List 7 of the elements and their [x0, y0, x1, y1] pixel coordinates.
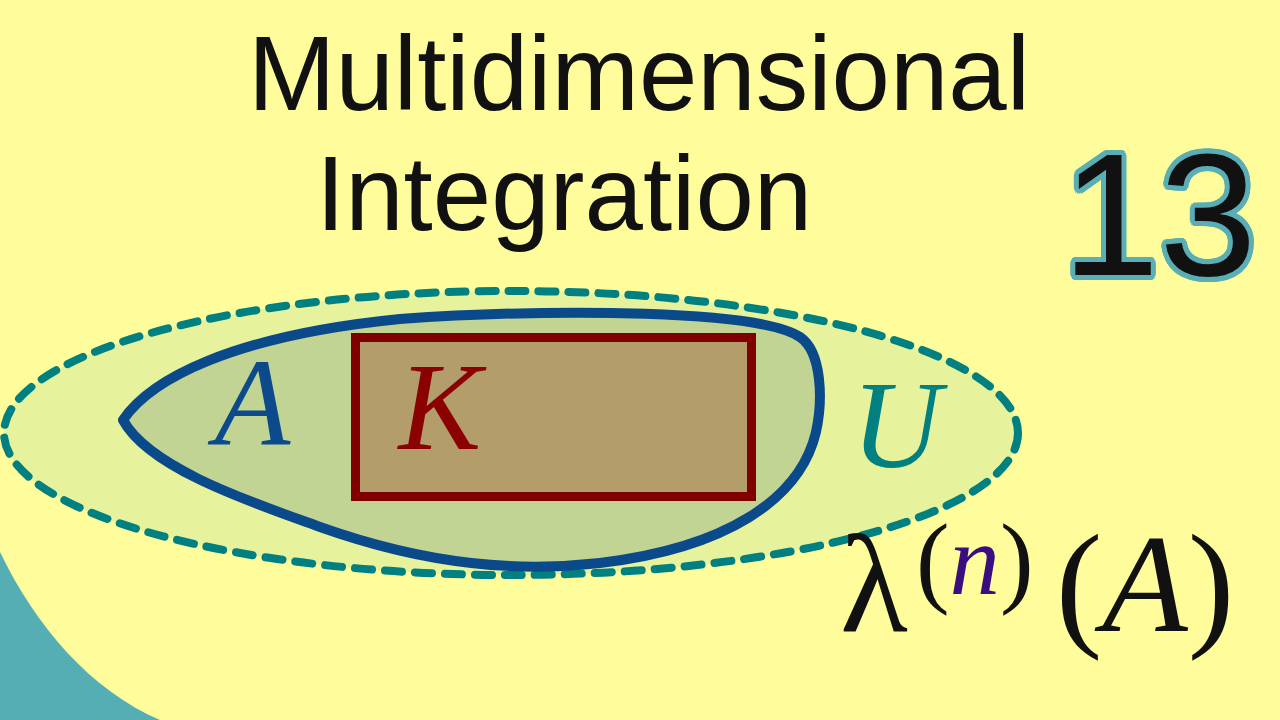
set-label: A — [202, 333, 309, 476]
episode-number: 13 — [1061, 121, 1258, 308]
set-label: K — [386, 337, 500, 480]
set-label: U — [839, 355, 960, 498]
title: Multidimensional Integration — [248, 14, 1030, 254]
blob-region — [116, 305, 828, 573]
rectangle-region — [351, 333, 756, 501]
